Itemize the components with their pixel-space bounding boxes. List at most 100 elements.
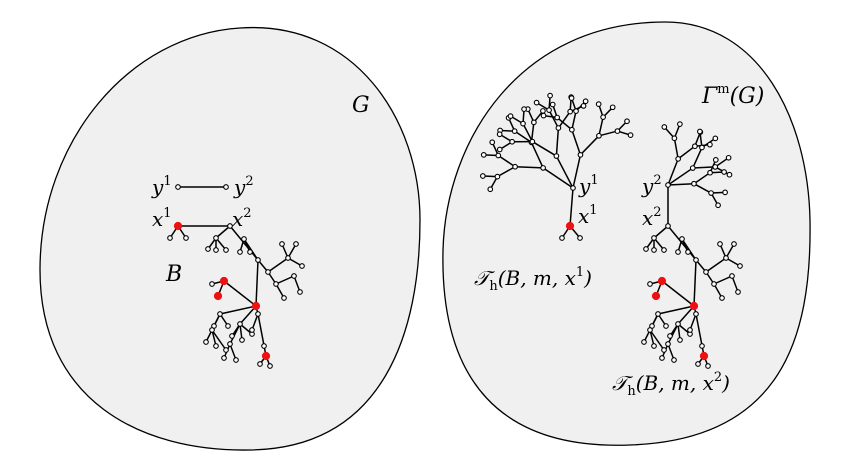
graph-edge — [693, 172, 711, 185]
graph-vertex — [221, 355, 227, 361]
graph-vertex — [489, 139, 496, 146]
graph-vertex — [651, 235, 657, 241]
graph-vertex — [540, 112, 547, 119]
graph-edge — [555, 155, 574, 189]
graph-vertex — [297, 289, 303, 295]
graph-vertex — [665, 182, 671, 188]
graph-vertex — [237, 249, 243, 255]
left-region-G — [39, 26, 421, 451]
graph-vertex — [175, 184, 181, 190]
graph-vertex — [651, 343, 657, 349]
graph-vertex — [217, 311, 223, 317]
graph-vertex — [205, 246, 211, 252]
graph-edge — [705, 257, 727, 273]
graph-vertex — [580, 103, 587, 109]
graph-vertex — [665, 341, 671, 347]
graph-vertex — [624, 118, 630, 125]
graph-vertex — [687, 327, 693, 333]
graph-edge — [667, 323, 679, 345]
graph-vertex — [255, 311, 261, 317]
vertex-layer — [167, 92, 743, 369]
graph-edge — [713, 275, 733, 285]
right-graph-label: Γm(G) — [701, 82, 764, 109]
graph-vertex — [293, 241, 299, 247]
graph-vertex — [549, 101, 556, 108]
graph-vertex — [726, 171, 733, 178]
graph-vertex — [671, 135, 678, 142]
graph-vertex — [241, 236, 247, 242]
graph-edge — [598, 130, 618, 137]
highlighted-vertex — [213, 291, 223, 301]
graph-vertex — [596, 132, 602, 139]
highlighted-vertex — [173, 221, 183, 231]
graph-edge — [692, 166, 716, 169]
graph-vertex — [257, 361, 263, 367]
graph-vertex — [213, 235, 219, 241]
graph-edge — [667, 182, 695, 186]
graph-edge — [649, 329, 665, 351]
graph-edge — [522, 123, 534, 142]
graph-edge — [692, 147, 703, 169]
graph-edge — [219, 305, 257, 315]
graph-vertex — [665, 223, 671, 229]
graph-edge — [531, 140, 557, 157]
graph-vertex — [285, 255, 291, 261]
graph-vertex — [663, 323, 669, 329]
graph-vertex — [570, 185, 576, 191]
graph-vertex — [712, 157, 719, 163]
graph-edge — [555, 127, 560, 157]
graph-vertex — [577, 151, 584, 158]
left-b-label: B — [165, 262, 182, 287]
graph-vertex — [699, 144, 705, 151]
graph-vertex — [291, 273, 297, 279]
graph-edge — [255, 259, 259, 307]
graph-vertex — [213, 247, 219, 253]
graph-vertex — [209, 281, 215, 287]
left-y1-label: y1 — [151, 174, 172, 199]
graph-edge — [661, 280, 695, 307]
graph-vertex — [693, 257, 699, 263]
graph-vertex — [494, 173, 501, 180]
graph-edge — [497, 154, 516, 168]
graph-vertex — [511, 128, 518, 134]
right-region-gamma — [442, 21, 811, 446]
right-y2-label: y2 — [641, 173, 662, 198]
graph-edge — [548, 109, 560, 129]
graph-vertex — [582, 98, 589, 105]
graph-vertex — [661, 247, 667, 253]
graph-vertex — [225, 323, 231, 329]
graph-vertex — [273, 281, 279, 287]
graph-vertex — [708, 190, 714, 196]
graph-vertex — [569, 126, 575, 133]
graph-vertex — [600, 114, 606, 121]
graph-edge — [223, 280, 257, 307]
graph-vertex — [495, 152, 502, 159]
left-y2-label: y2 — [233, 174, 254, 199]
left-x1-label: x1 — [152, 206, 172, 231]
graph-vertex — [540, 108, 546, 114]
graph-vertex — [247, 249, 253, 255]
graph-edge — [667, 167, 694, 186]
graph-edge — [677, 145, 696, 160]
graph-vertex — [675, 249, 681, 255]
graph-edge — [542, 167, 574, 189]
highlighted-vertex — [657, 276, 667, 286]
highlighted-vertex — [651, 291, 661, 301]
graph-vertex — [227, 223, 233, 229]
graph-vertex — [167, 235, 173, 241]
left-graph-label: G — [352, 93, 370, 118]
graph-vertex — [697, 128, 703, 135]
graph-edge — [530, 142, 544, 169]
graph-vertex — [281, 295, 287, 301]
graph-edge — [215, 225, 231, 239]
graph-vertex — [540, 165, 546, 171]
graph-edge — [515, 166, 544, 169]
graph-vertex — [651, 247, 657, 253]
graph-edge — [695, 313, 705, 357]
graph-vertex — [227, 341, 233, 347]
right-y1-label: y1 — [578, 173, 599, 198]
graph-vertex — [261, 343, 267, 349]
graph-vertex — [712, 164, 719, 170]
graph-vertex — [675, 156, 681, 162]
